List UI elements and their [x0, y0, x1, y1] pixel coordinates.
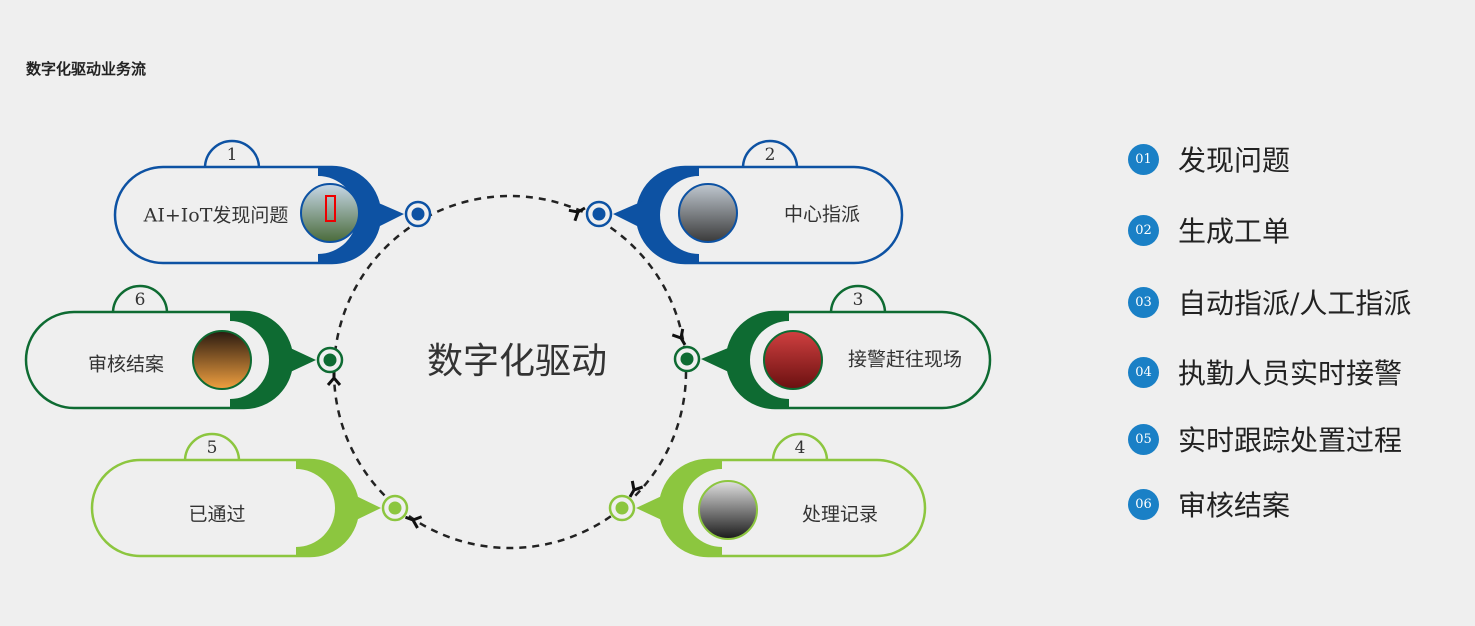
step-number: 6 — [134, 290, 146, 310]
step-label: 中心指派 — [783, 203, 861, 226]
step-badge: 06 — [1128, 488, 1159, 520]
number-tab — [829, 284, 887, 314]
step-card-4[interactable] — [636, 432, 927, 558]
flow-arrow-icon — [671, 328, 687, 346]
list-item-text: 执勤人员实时接警 — [1178, 357, 1403, 390]
list-item: 06 审核结案 — [1128, 484, 1290, 524]
flow-arrow-icon — [568, 206, 586, 222]
number-tab — [741, 139, 799, 169]
list-item-text: 实时跟踪处置过程 — [1178, 424, 1403, 457]
number-tab — [183, 432, 241, 462]
step-label: 接警赶往现场 — [847, 348, 963, 371]
step-badge: 03 — [1128, 286, 1159, 318]
cycle-node-dot — [592, 207, 606, 221]
detection-box-icon — [325, 195, 336, 222]
card-accent — [230, 312, 292, 408]
step-number: 1 — [226, 145, 238, 165]
flow-arrow-icon — [628, 480, 644, 498]
step-label: 处理记录 — [801, 503, 879, 526]
card-accent — [318, 167, 380, 263]
list-item-text: 审核结案 — [1178, 489, 1291, 522]
step-number: 2 — [764, 145, 776, 165]
number-tab — [771, 432, 829, 462]
list-item: 04 执勤人员实时接警 — [1128, 352, 1402, 392]
step-card-1[interactable] — [113, 139, 404, 265]
list-item: 01 发现问题 — [1128, 139, 1290, 179]
pointer-icon — [352, 494, 381, 522]
step-card-2[interactable] — [613, 139, 904, 265]
list-item: 02 生成工单 — [1128, 210, 1290, 250]
flow-arrow-icon — [404, 515, 423, 529]
step-card-5[interactable] — [90, 432, 381, 558]
card-accent — [637, 167, 699, 263]
list-item-text: 生成工单 — [1178, 215, 1291, 248]
list-item: 05 实时跟踪处置过程 — [1128, 419, 1402, 459]
center-label: 数字化驱动 — [426, 341, 608, 382]
cycle-node-dot — [323, 353, 337, 367]
step-photo — [300, 183, 360, 243]
pointer-icon — [374, 201, 404, 229]
step-label: 已通过 — [188, 503, 246, 526]
page-title: 数字化驱动业务流 — [26, 61, 147, 78]
pointer-icon — [701, 346, 733, 374]
step-card-3[interactable] — [701, 284, 992, 410]
step-badge: 01 — [1128, 143, 1159, 175]
number-tab — [203, 139, 261, 169]
cycle-node-dot — [680, 352, 694, 366]
pointer-icon — [636, 494, 666, 522]
step-number: 5 — [206, 438, 218, 458]
step-number: 3 — [852, 290, 864, 310]
step-badge: 05 — [1128, 423, 1159, 455]
cycle-node-dot — [615, 501, 629, 515]
list-item-text: 自动指派/人工指派 — [1178, 287, 1412, 320]
step-badge: 02 — [1128, 214, 1159, 246]
card-accent — [296, 460, 358, 556]
pointer-icon — [613, 201, 643, 229]
pointer-icon — [286, 346, 316, 374]
step-photo — [678, 183, 738, 243]
step-badge: 04 — [1128, 356, 1159, 388]
step-photo — [698, 480, 758, 540]
step-number: 4 — [794, 438, 806, 458]
step-photo — [192, 330, 252, 390]
step-photo — [763, 330, 823, 390]
step-label: 审核结案 — [87, 353, 165, 376]
list-item: 03 自动指派/人工指派 — [1128, 282, 1411, 322]
number-tab — [111, 284, 169, 314]
step-card-6[interactable] — [24, 284, 316, 410]
cycle-node-dot — [388, 501, 402, 515]
card-accent — [727, 312, 789, 408]
list-item-text: 发现问题 — [1178, 144, 1291, 177]
card-accent — [660, 460, 722, 556]
step-label: AI+IoT发现问题 — [143, 204, 289, 227]
cycle-node-dot — [411, 207, 425, 221]
